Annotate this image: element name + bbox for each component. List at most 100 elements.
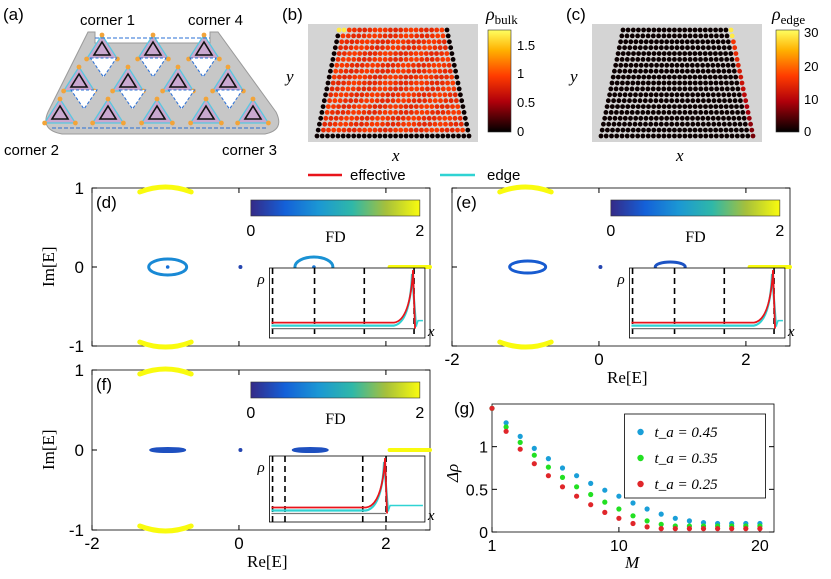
lattice-site bbox=[425, 86, 430, 92]
lattice-site bbox=[729, 80, 734, 86]
legend-label: t_a = 0.45 bbox=[655, 425, 719, 441]
lattice-site bbox=[744, 127, 749, 133]
lattice-site bbox=[672, 51, 677, 56]
lattice-site bbox=[672, 104, 677, 109]
lattice-site bbox=[139, 120, 145, 126]
lattice-site bbox=[346, 57, 351, 62]
lattice-site bbox=[650, 86, 656, 92]
lattice-site bbox=[348, 45, 354, 51]
lattice-site bbox=[361, 110, 367, 115]
lattice-site bbox=[444, 27, 450, 33]
lattice-site bbox=[403, 74, 409, 80]
lattice-site bbox=[442, 68, 448, 74]
lattice-site bbox=[674, 92, 680, 98]
lattice-site bbox=[330, 133, 336, 139]
lattice-site bbox=[398, 86, 404, 92]
lattice-site bbox=[429, 27, 434, 33]
lattice-site bbox=[627, 92, 633, 98]
corner-3-label: corner 3 bbox=[222, 142, 277, 159]
lattice-site bbox=[645, 86, 651, 92]
x-tick-label: 2 bbox=[381, 534, 390, 553]
lattice-site bbox=[630, 57, 635, 62]
lattice-site bbox=[356, 104, 362, 109]
lattice-site bbox=[703, 110, 709, 115]
lattice-site bbox=[726, 68, 732, 74]
lattice-site bbox=[627, 45, 633, 51]
lattice-site bbox=[690, 68, 695, 74]
eigenvalue-arc bbox=[137, 523, 194, 534]
lattice-site bbox=[700, 39, 706, 45]
lattice-site bbox=[684, 62, 690, 68]
eigenvalue-arc bbox=[137, 366, 194, 377]
lattice-site bbox=[448, 98, 454, 104]
data-point bbox=[616, 506, 622, 512]
legend-label: t_a = 0.25 bbox=[655, 477, 719, 493]
lattice-site bbox=[682, 127, 688, 133]
lattice-site bbox=[450, 133, 456, 139]
lattice-site bbox=[698, 57, 703, 62]
lattice-site bbox=[442, 92, 448, 98]
lattice-site bbox=[643, 62, 649, 68]
lattice-site bbox=[672, 80, 677, 86]
lattice-site bbox=[708, 133, 714, 139]
lattice-site bbox=[624, 33, 630, 39]
lattice-site bbox=[636, 51, 641, 56]
lattice-site bbox=[401, 92, 406, 98]
lattice-site bbox=[434, 74, 439, 80]
lattice-site bbox=[364, 92, 370, 98]
lattice-site bbox=[408, 80, 414, 86]
lattice-site bbox=[372, 110, 377, 115]
lattice-site bbox=[640, 104, 646, 109]
lattice-site bbox=[715, 115, 721, 121]
fd-label: FD bbox=[325, 229, 345, 246]
lattice-site bbox=[710, 115, 716, 121]
lattice-site bbox=[677, 86, 682, 92]
lattice-site bbox=[377, 74, 383, 80]
lattice-site bbox=[749, 127, 755, 133]
lattice-site bbox=[377, 27, 383, 33]
data-point bbox=[630, 520, 636, 527]
lattice-site bbox=[719, 86, 725, 92]
lattice-site bbox=[606, 121, 612, 127]
lattice-site bbox=[604, 104, 610, 109]
lattice-site bbox=[451, 110, 456, 115]
lattice-site bbox=[424, 57, 430, 62]
lattice-site bbox=[656, 133, 662, 139]
spectrum-ylabel: Im[E] bbox=[39, 246, 58, 287]
lattice-site bbox=[703, 104, 708, 109]
lattice-site bbox=[719, 57, 724, 62]
lattice-site bbox=[661, 133, 667, 139]
lattice-site bbox=[687, 104, 693, 109]
lattice-site bbox=[661, 86, 667, 92]
lattice-site bbox=[738, 98, 743, 104]
lattice-site bbox=[724, 86, 730, 92]
lattice-site bbox=[388, 51, 393, 56]
lattice-site bbox=[439, 74, 444, 80]
lattice-site bbox=[628, 39, 634, 45]
data-point bbox=[672, 515, 678, 521]
lattice-site bbox=[385, 39, 391, 45]
lattice-site bbox=[356, 133, 362, 139]
lattice-site bbox=[338, 92, 344, 98]
lattice-site bbox=[329, 62, 335, 68]
lattice-site bbox=[437, 92, 443, 98]
lattice-site bbox=[345, 86, 351, 92]
lattice-site bbox=[721, 115, 726, 121]
lattice-site bbox=[700, 62, 705, 68]
lattice-site bbox=[702, 74, 708, 80]
inner-triangle bbox=[147, 104, 167, 120]
lattice-site bbox=[338, 68, 344, 74]
lattice-site bbox=[711, 98, 717, 104]
lattice-site bbox=[435, 33, 441, 39]
lattice-site bbox=[359, 62, 365, 68]
inset-ylabel: ρ bbox=[256, 460, 264, 476]
lattice-site bbox=[346, 127, 352, 133]
lattice-site bbox=[677, 80, 682, 86]
lattice-site bbox=[416, 92, 422, 98]
lattice-site bbox=[713, 27, 718, 33]
lattice-site bbox=[640, 110, 646, 115]
lattice-site bbox=[377, 104, 383, 109]
lattice-site bbox=[429, 127, 435, 133]
